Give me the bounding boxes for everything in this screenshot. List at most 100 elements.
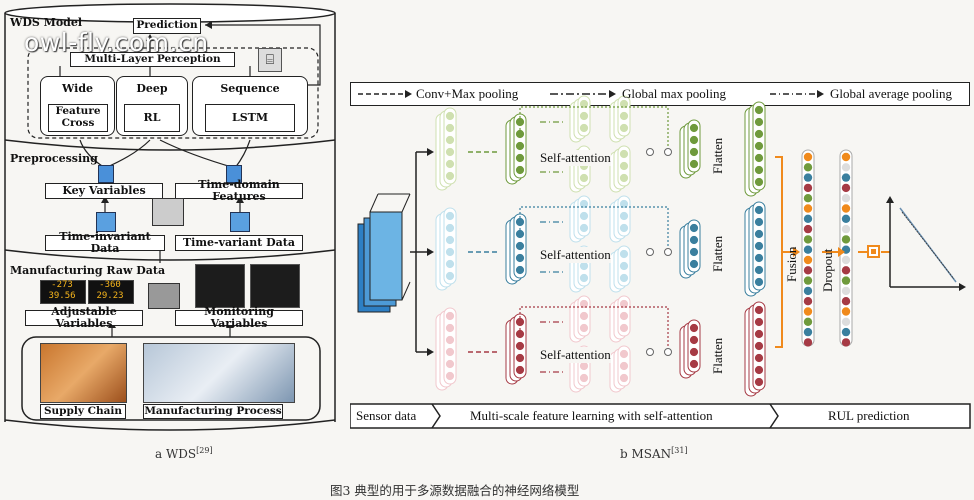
stage-sensor-data: Sensor data <box>356 408 417 423</box>
database-icon <box>230 212 250 232</box>
wds-diagram: owl-fly.com.cn WDS Model Prediction Mult… <box>0 0 345 435</box>
time-invariant-data-box: Time-invariant Data <box>45 230 165 255</box>
flatten-layer <box>744 101 766 197</box>
sequence-label: Sequence <box>220 82 280 95</box>
wide-label: Wide <box>61 82 94 95</box>
pool-layer <box>679 119 701 179</box>
dropout-node <box>841 183 851 193</box>
attention-layer <box>569 195 591 243</box>
attention-layer <box>609 245 631 293</box>
dropout-node <box>841 266 851 275</box>
multiply-node <box>646 148 654 156</box>
fusion-node <box>803 214 813 223</box>
dropout-node <box>841 307 851 316</box>
fusion-node <box>803 327 813 337</box>
feature-cross-box: Feature Cross <box>48 104 108 132</box>
manufacturing-process-image <box>143 343 295 403</box>
monitoring-variables-box: Monitoring Variables <box>175 305 303 330</box>
caption-a-ref: [29] <box>196 446 213 455</box>
feature-layer <box>505 113 527 185</box>
attention-layer <box>609 295 631 343</box>
attention-layer <box>569 95 591 143</box>
fusion-node <box>803 307 813 316</box>
time-domain-features-box: Time-domain Features <box>175 178 303 203</box>
fusion-node <box>803 183 813 193</box>
fusion-node <box>803 235 813 244</box>
dropout-node <box>841 327 851 337</box>
operator-icon <box>148 283 180 309</box>
monitor-chart <box>250 264 300 308</box>
dropout-node <box>841 173 851 182</box>
add-node <box>664 348 672 356</box>
fusion-label: Fusion <box>784 246 799 282</box>
fusion-node <box>803 338 813 347</box>
fusion-node <box>803 245 813 254</box>
display-value: -273 <box>51 280 73 290</box>
caption-b: b MSAN[31] <box>620 446 688 461</box>
multiply-node <box>646 348 654 356</box>
preprocessing-title: Preprocessing <box>10 152 98 165</box>
key-variables-box: Key Variables <box>45 183 163 199</box>
caption-b-ref: [31] <box>671 446 688 455</box>
dropout-node <box>841 276 851 285</box>
attention-layer <box>569 295 591 343</box>
attention-layer <box>609 195 631 243</box>
time-variant-data-box: Time-variant Data <box>175 235 303 251</box>
digital-display <box>88 280 134 304</box>
caption-b-text: b MSAN <box>620 447 672 461</box>
manufacturing-process-box: Manufacturing Process <box>143 404 283 419</box>
flatten-label: Flatten <box>710 137 725 174</box>
mlp-box: Multi-Layer Perception <box>70 52 235 67</box>
attention-layer <box>609 145 631 193</box>
add-node <box>664 248 672 256</box>
stage-multiscale: Multi-scale feature learning with self-a… <box>470 408 713 423</box>
monitor-chart <box>195 264 245 308</box>
prediction-box: Prediction <box>133 18 201 34</box>
fusion-node <box>803 297 813 306</box>
msan-diagram: Conv+Max pooling Global max pooling Glob… <box>350 82 972 432</box>
fusion-node <box>803 266 813 275</box>
fusion-node <box>803 173 813 182</box>
dropout-node <box>841 224 851 234</box>
figure-caption: 图3 典型的用于多源数据融合的神经网络模型 <box>330 483 580 498</box>
computer-icon <box>152 198 184 226</box>
dropout-column <box>839 149 853 347</box>
legend-gmp-label: Global max pooling <box>622 86 726 101</box>
dropout-node <box>841 255 851 265</box>
conv-layer <box>435 307 457 391</box>
legend <box>350 82 970 106</box>
attention-layer <box>609 95 631 143</box>
supply-chain-box: Supply Chain <box>40 404 126 419</box>
conv-layer <box>435 207 457 291</box>
flatten-label: Flatten <box>710 235 725 272</box>
database-icon <box>96 212 116 232</box>
multiply-node <box>646 248 654 256</box>
adjustable-variables-box: Adjustable Variables <box>25 305 143 330</box>
deep-label: Deep <box>136 82 168 95</box>
wds-model-title: WDS Model <box>10 16 83 29</box>
add-node <box>664 148 672 156</box>
pool-layer <box>679 319 701 379</box>
digital-display <box>40 280 86 304</box>
document-icon <box>98 165 114 183</box>
caption-a-text: a WDS <box>155 447 197 461</box>
display-value: 39.56 <box>48 291 76 301</box>
conv-layer <box>435 107 457 191</box>
dropout-node <box>841 204 851 213</box>
rul-plot <box>886 196 966 291</box>
legend-gap-label: Global average pooling <box>830 86 953 101</box>
rl-box: RL <box>124 104 180 132</box>
dropout-node <box>841 338 851 347</box>
stage-rul: RUL prediction <box>828 408 910 423</box>
fusion-node <box>803 204 813 213</box>
dropout-node <box>841 163 851 172</box>
lstm-box: LSTM <box>205 104 295 132</box>
fusion-node <box>803 276 813 285</box>
wds-cylinder-outline <box>4 3 336 431</box>
dropout-node <box>841 297 851 306</box>
msan-svg <box>350 90 971 429</box>
dropout-node <box>841 194 851 203</box>
fusion-node <box>803 224 813 234</box>
display-value: -360 <box>99 280 121 290</box>
dropout-label: Dropout <box>820 248 835 292</box>
